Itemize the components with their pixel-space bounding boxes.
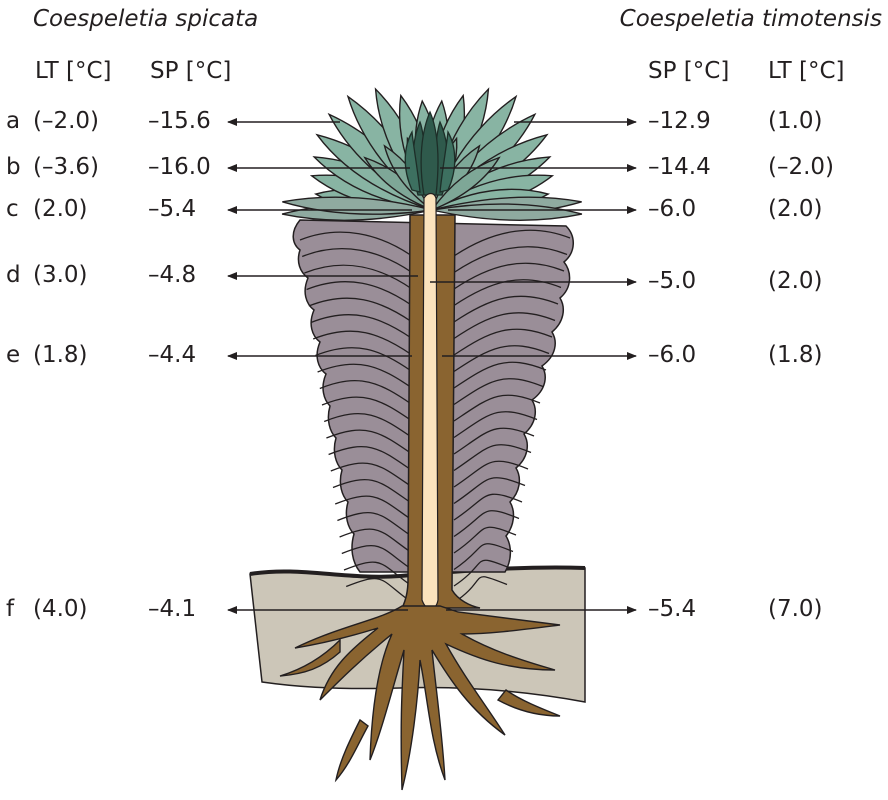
row-b-right-sp: –14.4	[648, 154, 711, 180]
dead-leaf-line	[453, 493, 523, 521]
row-a-right-lt: (1.0)	[768, 108, 823, 134]
row-f-left-lt: (4.0)	[33, 596, 88, 622]
dead-leaf-line	[326, 429, 413, 455]
dead-leaf-line	[334, 495, 413, 521]
row-c-right-sp: –6.0	[648, 196, 697, 222]
row-e-letter: e	[6, 342, 21, 368]
dead-leaf-line	[453, 477, 526, 505]
dead-leaf-line	[299, 231, 413, 257]
row-c-left-lt: (2.0)	[33, 196, 88, 222]
row-c-right-lt: (2.0)	[768, 196, 823, 222]
row-b-left-sp: –16.0	[148, 154, 211, 180]
row-b-right-lt: (–2.0)	[768, 154, 835, 180]
dead-leaf-line	[453, 559, 511, 587]
row-d-right-sp: –5.0	[648, 268, 697, 294]
dead-leaf-line	[321, 396, 413, 422]
right-sp-header: SP [°C]	[648, 58, 730, 84]
dead-leaf-line	[453, 345, 550, 373]
row-e-right-lt: (1.8)	[768, 342, 823, 368]
dead-leaf-line	[453, 543, 514, 571]
dead-leaf-line	[306, 281, 413, 307]
dead-leaf-line	[453, 246, 568, 274]
dead-leaf-line	[453, 526, 517, 554]
dead-leaf-line	[323, 413, 413, 439]
dead-leaf-line	[308, 297, 413, 323]
dead-leaf-line	[332, 479, 413, 505]
dead-leaf-line	[328, 446, 413, 472]
row-d-letter: d	[6, 262, 21, 288]
dead-leaf-line	[453, 510, 520, 538]
row-e-right-sp: –6.0	[648, 342, 697, 368]
row-d-left-lt: (3.0)	[33, 262, 88, 288]
row-c-letter: c	[6, 196, 19, 222]
rosette-lower-leaf	[431, 203, 583, 221]
dead-leaf-line	[453, 460, 529, 488]
row-f-left-sp: –4.1	[148, 596, 197, 622]
dead-leaf-line	[310, 314, 413, 340]
right-lt-header: LT [°C]	[768, 58, 845, 84]
row-e-left-lt: (1.8)	[33, 342, 88, 368]
row-a-left-sp: –15.6	[148, 108, 211, 134]
dead-leaf-line	[453, 312, 556, 340]
row-a-left-lt: (–2.0)	[33, 108, 100, 134]
dead-leaf-line	[341, 545, 413, 571]
species-left-title: Coespeletia spicata	[33, 6, 259, 32]
dead-leaf-line	[312, 330, 413, 356]
row-f-right-lt: (7.0)	[768, 596, 823, 622]
central-bud	[404, 110, 456, 196]
dead-leaf-line	[343, 561, 413, 587]
species-right-title: Coespeletia timotensis	[619, 6, 882, 32]
left-sp-header: SP [°C]	[150, 58, 232, 84]
dead-leaf-line	[317, 363, 413, 389]
roots	[279, 605, 561, 791]
row-c-left-sp: –5.4	[148, 196, 197, 222]
dead-leaf-line	[301, 247, 413, 274]
row-b-letter: b	[6, 154, 21, 180]
row-d-right-lt: (2.0)	[768, 268, 823, 294]
dead-leaf-line	[453, 295, 559, 323]
row-d-left-sp: –4.8	[148, 262, 197, 288]
dead-leaf-line	[339, 528, 413, 554]
dead-leaf-line	[453, 229, 571, 257]
dead-leaf-line	[330, 462, 413, 488]
pith	[421, 192, 439, 610]
row-f-right-sp: –5.4	[648, 596, 697, 622]
dead-leaf-line	[453, 361, 547, 389]
row-f-letter: f	[6, 596, 15, 622]
row-e-left-sp: –4.4	[148, 342, 197, 368]
dead-leaf-line	[345, 578, 413, 604]
dead-leaf-line	[453, 411, 538, 439]
dead-leaf-line	[453, 394, 541, 422]
dead-leaf-line	[337, 512, 413, 538]
row-b-left-lt: (–3.6)	[33, 154, 100, 180]
soil-surface-line	[249, 565, 586, 579]
row-a-right-sp: –12.9	[648, 108, 711, 134]
dead-leaf-line	[453, 378, 544, 406]
rosette-inner-leaf	[430, 156, 501, 212]
dead-leaf-line	[453, 576, 508, 604]
dead-leaf-line	[453, 427, 535, 455]
dead-leaf-line	[304, 264, 413, 290]
dead-leaf-line	[315, 347, 413, 373]
dead-leaf-line	[453, 444, 532, 472]
dead-leaf-line	[319, 380, 413, 406]
left-lt-header: LT [°C]	[35, 58, 112, 84]
dead-leaf-line	[453, 328, 553, 356]
stem	[400, 214, 481, 609]
row-a-letter: a	[6, 108, 21, 134]
